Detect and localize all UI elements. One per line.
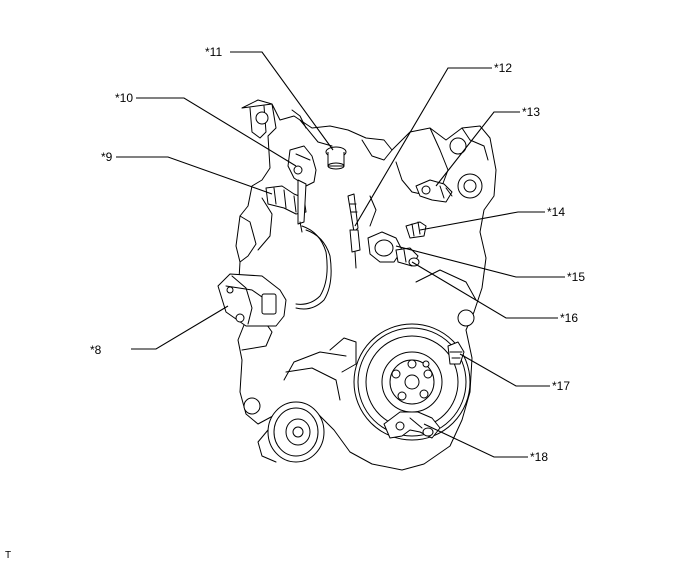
callout-12: *12 xyxy=(494,61,512,75)
leader-15 xyxy=(395,245,565,278)
part-11-cap xyxy=(325,146,347,170)
part-10-injector xyxy=(287,145,332,310)
callout-17: *17 xyxy=(552,379,570,393)
callout-18: *18 xyxy=(530,450,548,464)
part-13-sensor xyxy=(415,179,453,203)
callout-11: *11 xyxy=(205,45,222,59)
leader-11 xyxy=(230,51,334,151)
leader-8 xyxy=(131,305,229,350)
callout-16: *16 xyxy=(560,311,578,325)
leader-10 xyxy=(136,97,297,167)
part-9-sensor xyxy=(265,185,307,215)
leader-18 xyxy=(423,423,528,458)
callout-8: *8 xyxy=(90,343,102,357)
callout-labels: *8 *9 *10 *11 *12 *13 *14 *15 *16 *17 *1… xyxy=(90,45,585,464)
part-15-16-sensors xyxy=(367,231,420,267)
callout-14: *14 xyxy=(547,205,565,219)
callout-15: *15 xyxy=(567,270,585,284)
part-14-sensor xyxy=(405,221,427,239)
callout-10: *10 xyxy=(115,91,133,105)
leader-12 xyxy=(354,67,492,227)
callout-13: *13 xyxy=(522,105,540,119)
illustration-code: T xyxy=(5,550,12,561)
leader-13 xyxy=(435,111,520,187)
leader-lines xyxy=(116,51,565,458)
part-17-sensor xyxy=(447,341,465,365)
flywheel xyxy=(353,323,471,441)
part-18-crank-sensor xyxy=(383,411,441,439)
callout-9: *9 xyxy=(101,150,113,164)
leader-17 xyxy=(459,353,550,387)
leader-16 xyxy=(411,261,558,319)
crank-pulley xyxy=(257,401,325,463)
leader-9 xyxy=(116,156,273,195)
part-8-throttle-body xyxy=(217,273,287,327)
part-12-glow-plug xyxy=(347,193,361,269)
leader-14 xyxy=(419,211,545,231)
